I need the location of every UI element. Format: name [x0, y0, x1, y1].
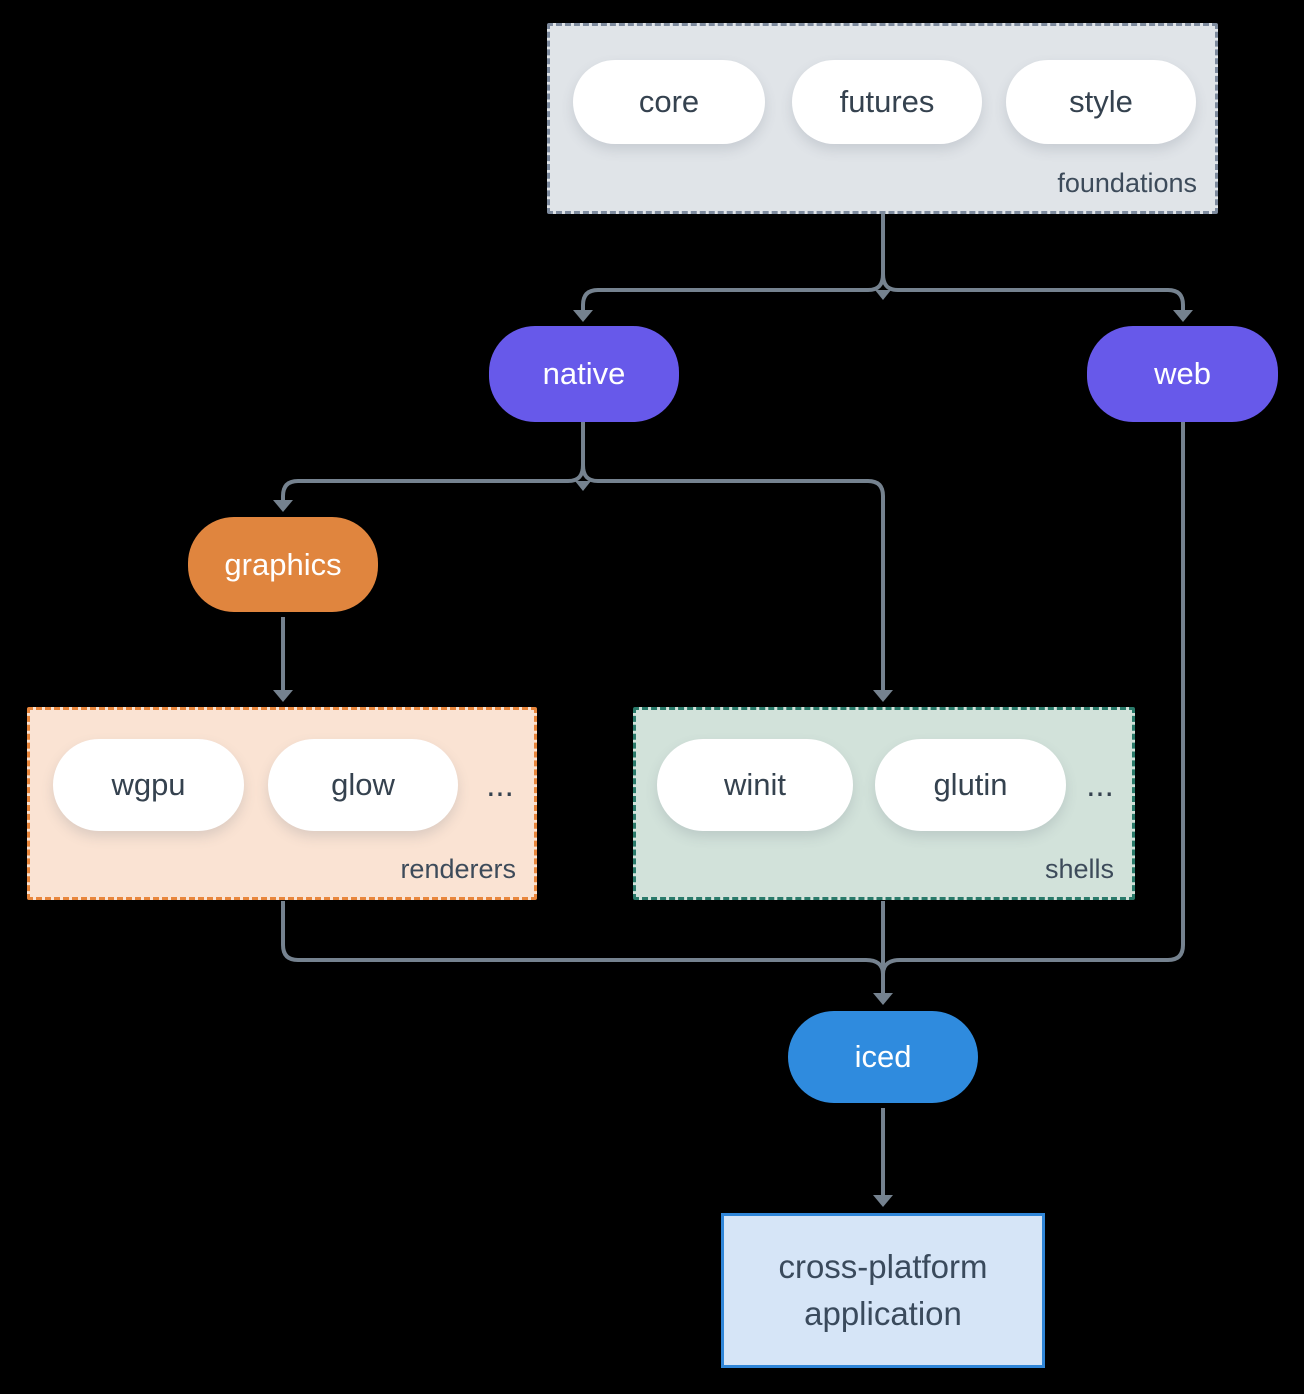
arrow-foundations-to-web [881, 214, 1193, 322]
shells-label: shells [1044, 854, 1114, 884]
shells-ellipsis: ... [1086, 766, 1114, 803]
iced-pill: iced [788, 1011, 978, 1103]
shells-group: winit glutin ... shells [633, 707, 1135, 900]
pill-wgpu: wgpu [53, 739, 244, 831]
arrow-foundations-to-native [573, 214, 885, 322]
renderers-label: renderers [400, 854, 516, 884]
graphics-pill: graphics [188, 517, 378, 612]
pill-glutin: glutin [875, 739, 1066, 831]
arrow-native-to-shells [581, 422, 893, 702]
junction-peak-native [575, 481, 591, 491]
pill-glow: glow [268, 739, 458, 831]
web-pill: web [1087, 326, 1278, 422]
application-label: cross-platform application [778, 1247, 988, 1332]
application-box: cross-platform application [721, 1213, 1045, 1368]
foundations-group: core futures style foundations [547, 23, 1218, 214]
arrow-native-to-graphics [273, 422, 585, 512]
pill-core: core [573, 60, 765, 144]
renderers-ellipsis: ... [486, 766, 514, 803]
foundations-label: foundations [1057, 168, 1197, 198]
arrow-renderers-to-iced [281, 901, 885, 975]
pill-style: style [1006, 60, 1196, 144]
renderers-group: wgpu glow ... renderers [27, 707, 537, 900]
pill-futures: futures [792, 60, 982, 144]
pill-winit: winit [657, 739, 853, 831]
native-pill: native [489, 326, 679, 422]
junction-peak-foundations [875, 290, 891, 300]
